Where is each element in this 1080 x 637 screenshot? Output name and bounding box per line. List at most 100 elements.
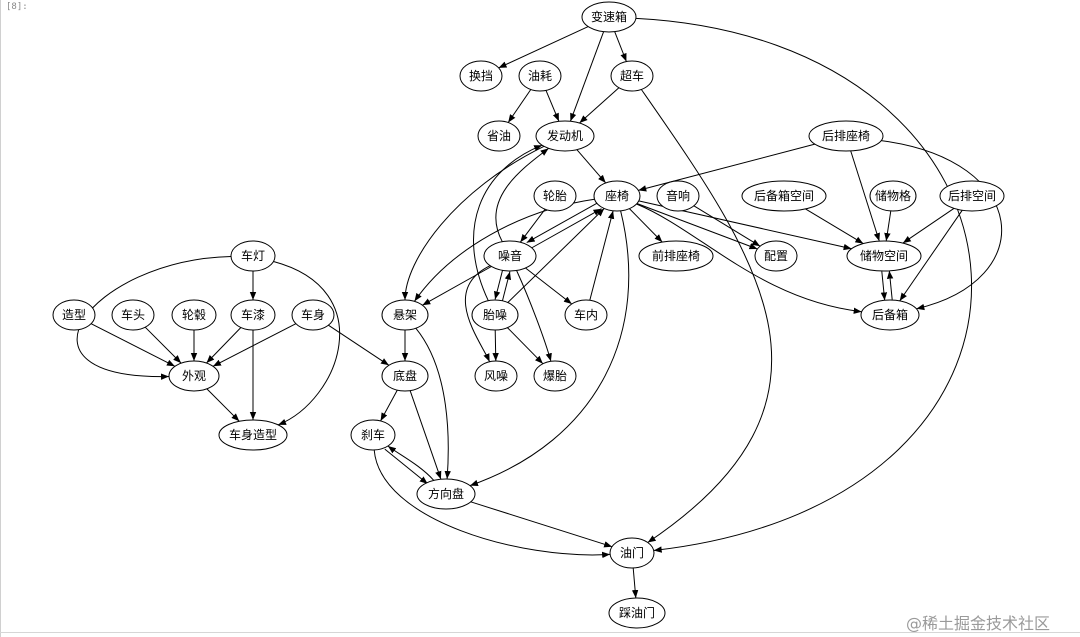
- graph-node-zuoyi: 座椅: [593, 180, 641, 212]
- edge-taizao-to-fengzao: [492, 329, 499, 362]
- watermark-text: @稀土掘金技术社区: [906, 614, 1051, 633]
- graph-node-chedeng: 车灯: [230, 240, 276, 272]
- node-ellipse: [939, 180, 1005, 212]
- graph-node-youhao: 油耗: [518, 60, 562, 92]
- edge-taizao-to-baotai: [507, 327, 544, 365]
- graph-node-caiyoumen: 踩油门: [608, 597, 666, 629]
- node-label: 轮胎: [543, 189, 567, 203]
- graph-node-houpaizuoyi: 后排座椅: [808, 120, 884, 152]
- node-ellipse: [483, 240, 537, 272]
- edge-fangxiangpan-to-shache: [387, 445, 435, 481]
- edge-zuoyi-to-qianpaizuoyi: [629, 208, 663, 243]
- node-ellipse: [638, 240, 714, 272]
- graph-node-xuanjia: 悬架: [381, 299, 429, 331]
- node-label: 音响: [666, 188, 690, 203]
- node-ellipse: [608, 597, 666, 629]
- edge-zaoxing-to-waiguan: [90, 323, 176, 367]
- edge-zuoyi-to-zaoyin: [526, 202, 598, 244]
- node-ellipse: [533, 180, 577, 212]
- edge-zaoyin-to-taizao: [493, 269, 504, 300]
- node-ellipse: [459, 60, 503, 92]
- edge-shache-to-fangxiangpan: [384, 448, 429, 485]
- graph-node-zaoyin: 噪音: [483, 240, 537, 272]
- edge-chuwukongjian-to-houbeixiang: [880, 271, 888, 301]
- node-label: 胎噪: [483, 308, 507, 322]
- node-label: 车头: [121, 307, 145, 322]
- edge-zuoyi-to-peizhi: [636, 203, 758, 250]
- graph-node-shache: 刹车: [350, 419, 396, 451]
- edge-chaoche-to-fadongji: [579, 87, 620, 124]
- graph-node-chuwukongjian: 储物空间: [846, 240, 922, 272]
- edge-chedeng-to-cheshenzaoxing: [273, 261, 341, 426]
- edge-taizao-to-fadongji: [473, 144, 543, 301]
- graph-node-houpaikongjian: 后排空间: [939, 180, 1005, 212]
- cell-bottom-border: [0, 632, 1080, 633]
- edge-zaoyin-to-baotai: [516, 270, 552, 362]
- node-label: 后备箱: [872, 307, 908, 322]
- graph-node-lungu: 轮毂: [171, 299, 217, 331]
- node-label: 轮毂: [182, 308, 206, 322]
- edge-houbeixiangkongjian-to-chuwukongjian: [805, 208, 864, 245]
- node-ellipse: [111, 299, 155, 331]
- edge-zaoyin-to-fadongji: [495, 148, 549, 242]
- nodes-layer: 变速箱换挡油耗超车省油发动机后排座椅轮胎座椅音响后备箱空间储物格后排空间车灯噪音…: [52, 1, 1005, 629]
- node-ellipse: [869, 180, 917, 212]
- node-ellipse: [168, 360, 220, 392]
- edge-chqi-to-waiguan: [206, 327, 242, 364]
- node-ellipse: [416, 478, 476, 510]
- edge-biansuxiang-to-fadongji: [569, 31, 605, 122]
- node-ellipse: [230, 240, 276, 272]
- graph-node-yinxiang: 音响: [656, 180, 700, 212]
- node-label: 前排座椅: [652, 248, 700, 263]
- edge-waiguan-to-cheshenzaoxing: [206, 388, 240, 422]
- edge-yinxiang-to-peizhi: [693, 205, 761, 247]
- node-label: 噪音: [498, 248, 522, 263]
- edges-layer: [76, 17, 1003, 599]
- node-label: 变速箱: [591, 9, 627, 24]
- edge-biansuxiang-to-huandang: [498, 26, 589, 69]
- node-label: 车灯: [241, 248, 265, 263]
- edge-taizao-to-zuoyi: [507, 208, 605, 303]
- edge-cheshen-to-waiguan: [212, 323, 297, 367]
- edge-zaoyin-to-zuoyi: [530, 208, 602, 249]
- graph-node-cheshen: 车身: [291, 299, 335, 331]
- node-label: 配置: [764, 249, 788, 263]
- edge-chaoche-to-youmen: [640, 89, 773, 543]
- node-ellipse: [230, 299, 276, 331]
- node-ellipse: [564, 299, 608, 331]
- edge-biansuxiang-to-chaoche: [614, 31, 627, 62]
- node-label: 车漆: [241, 307, 265, 322]
- edge-zaoyin-to-xuanjia: [422, 266, 492, 306]
- node-ellipse: [754, 240, 798, 272]
- node-ellipse: [656, 180, 700, 212]
- node-label: 风噪: [484, 369, 508, 383]
- node-ellipse: [52, 299, 96, 331]
- edge-dipan-to-fangxiangpan: [409, 390, 442, 480]
- node-ellipse: [533, 360, 577, 392]
- graph-node-chqi: 车漆: [230, 299, 276, 331]
- node-label: 储物空间: [860, 248, 908, 263]
- edge-taizao-to-zaoyin: [501, 271, 512, 302]
- graph-node-waiguan: 外观: [168, 360, 220, 392]
- graph-node-fangxiangpan: 方向盘: [416, 478, 476, 510]
- node-ellipse: [471, 299, 519, 331]
- node-ellipse: [171, 299, 217, 331]
- node-label: 悬架: [393, 308, 417, 322]
- node-label: 超车: [620, 68, 644, 83]
- graph-node-baotai: 爆胎: [533, 360, 577, 392]
- edge-youmen-to-caiyoumen: [631, 567, 639, 599]
- edge-zaoyin-to-fengzao: [465, 265, 491, 362]
- edge-dipan-to-shache: [380, 389, 398, 422]
- graph-node-chuwuge: 储物格: [869, 180, 917, 212]
- node-label: 油门: [620, 545, 644, 560]
- graph-node-chaoche: 超车: [610, 60, 654, 92]
- node-label: 储物格: [875, 188, 911, 203]
- graph-node-taizao: 胎噪: [471, 299, 519, 331]
- node-label: 爆胎: [543, 369, 567, 383]
- node-ellipse: [535, 120, 595, 152]
- node-label: 踩油门: [619, 605, 655, 620]
- node-label: 座椅: [605, 188, 629, 203]
- edge-chetou-to-waiguan: [144, 326, 182, 364]
- node-label: 刹车: [361, 427, 385, 442]
- edge-houpaizuoyi-to-houbeixiang: [881, 140, 1003, 311]
